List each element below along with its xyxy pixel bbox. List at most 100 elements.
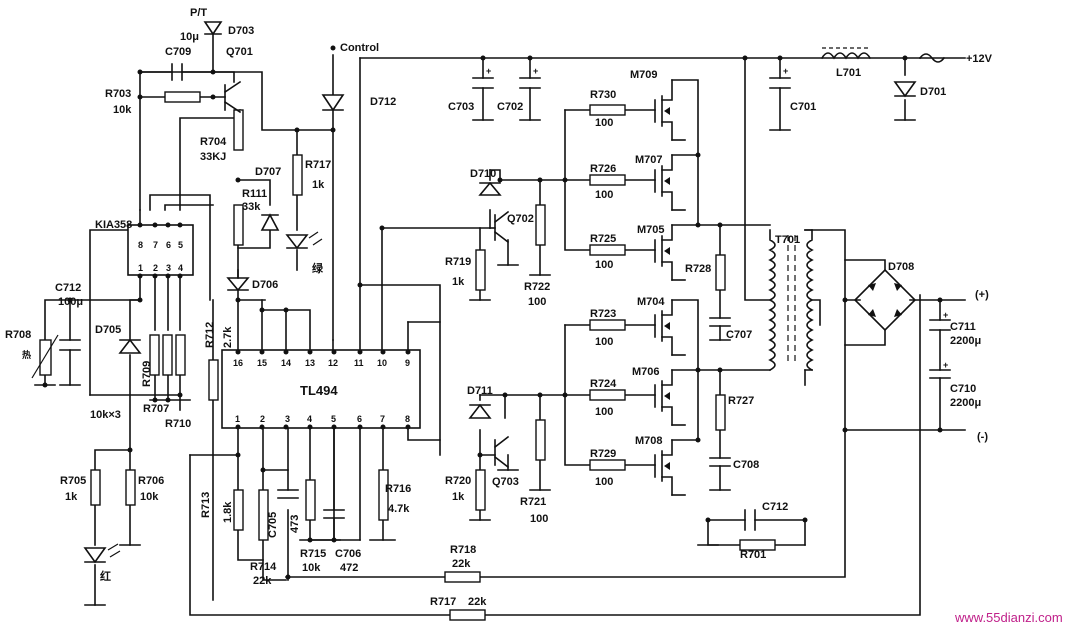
r720 (475, 469, 486, 511)
r111 (233, 204, 244, 246)
label-red: 红 (100, 569, 111, 583)
label-t701: T701 (775, 234, 800, 246)
m709 (654, 79, 673, 141)
r726 (589, 174, 626, 186)
label-r710: R710 (165, 418, 191, 430)
label-r721: R721 (520, 496, 546, 508)
label-d712: D712 (370, 96, 396, 108)
label-minus: (-) (977, 431, 988, 443)
label-r729: R729 (590, 448, 616, 460)
label-r721v: 100 (530, 513, 548, 525)
resistors (31, 91, 776, 621)
svg-text:+: + (783, 66, 788, 76)
m707 (654, 154, 673, 211)
tl494-pin-11: 11 (354, 358, 364, 368)
label-r717av: 1k (312, 179, 325, 191)
label-r704v: 33KJ (200, 151, 226, 163)
svg-text:+: + (533, 66, 538, 76)
kia-pin-7: 7 (153, 240, 158, 250)
tl494-pin-10: 10 (377, 358, 387, 368)
ic-pin-dots (137, 222, 411, 430)
capacitors (59, 63, 951, 541)
tl494-pin-4: 4 (307, 414, 312, 424)
label-c710: C710 (950, 383, 976, 395)
kia-pin-3: 3 (166, 263, 171, 273)
wires (44, 29, 966, 616)
label-r704: R704 (200, 136, 227, 148)
label-d707: D707 (255, 166, 281, 178)
label-m708: M708 (635, 435, 663, 447)
label-r701: R701 (740, 549, 766, 561)
tl494-label: TL494 (300, 383, 338, 398)
svg-text:+: + (943, 310, 948, 320)
r717a (292, 154, 303, 196)
label-r703: R703 (105, 88, 131, 100)
r727 (715, 394, 726, 431)
label-c702: C702 (497, 101, 523, 113)
label-c707: C707 (726, 329, 752, 341)
label-m704: M704 (637, 296, 665, 308)
tl494-pin-15: 15 (257, 358, 267, 368)
label-c710v: 2200μ (950, 397, 981, 409)
r725 (589, 244, 626, 256)
label-r717a: R717 (305, 159, 331, 171)
r701 (739, 539, 776, 551)
tl494-pin-2: 2 (260, 414, 265, 424)
r723 (589, 319, 626, 331)
label-r717bv: 22k (468, 596, 487, 608)
label-c711: C711 (950, 321, 976, 333)
label-d708: D708 (888, 261, 914, 273)
r712 (208, 359, 219, 401)
r721 (535, 419, 546, 461)
label-r717b: R717 (430, 596, 456, 608)
label-d706: D706 (252, 279, 278, 291)
label-c10u: 10μ (180, 31, 199, 43)
mosfets (654, 79, 673, 496)
tl494-pin-1: 1 (235, 414, 240, 424)
m705 (654, 224, 673, 281)
junctions (42, 45, 943, 580)
label-c706: C706 (335, 548, 361, 560)
label-r111: R111 (242, 188, 267, 200)
label-c708: C708 (733, 459, 759, 471)
kia358-chip: 8 7 6 5 1 2 3 4 (127, 224, 194, 276)
r716 (378, 469, 389, 521)
label-r726: R726 (590, 163, 616, 175)
label-r724: R724 (590, 378, 617, 390)
m706 (654, 369, 673, 426)
label-c703: C703 (448, 101, 474, 113)
label-m706: M706 (632, 366, 660, 378)
label-d701: D701 (920, 86, 946, 98)
svg-text:+: + (943, 360, 948, 370)
label-r712v: 2.7k (222, 326, 234, 348)
label-r728: R728 (685, 263, 711, 275)
r704 (233, 109, 244, 151)
label-r707: R707 (143, 403, 169, 415)
label-c706v: 472 (340, 562, 358, 574)
label-c712a: C712 (55, 282, 81, 294)
r708 (39, 339, 52, 376)
label-kia: KIA358 (95, 219, 132, 231)
label-r714: R714 (250, 561, 277, 573)
label-r707v: 10k×3 (90, 409, 121, 421)
label-r729v: 100 (595, 476, 613, 488)
r707 (162, 334, 173, 376)
tl494-pin-9: 9 (405, 358, 410, 368)
label-d705: D705 (95, 324, 121, 336)
label-r723: R723 (590, 308, 616, 320)
r715 (305, 479, 316, 521)
r722 (535, 204, 546, 246)
label-r723v: 100 (595, 336, 613, 348)
tl494-pin-13: 13 (305, 358, 315, 368)
label-r719: R719 (445, 256, 471, 268)
label-r725: R725 (590, 233, 616, 245)
label-r712: R712 (204, 322, 216, 348)
r703 (164, 91, 201, 103)
tl494-pin-12: 12 (328, 358, 338, 368)
label-m709: M709 (630, 69, 658, 81)
label-q702: Q702 (507, 213, 534, 225)
label-r720v: 1k (452, 491, 465, 503)
label-c705: C705 (267, 512, 279, 538)
kia-pin-4: 4 (178, 263, 183, 273)
